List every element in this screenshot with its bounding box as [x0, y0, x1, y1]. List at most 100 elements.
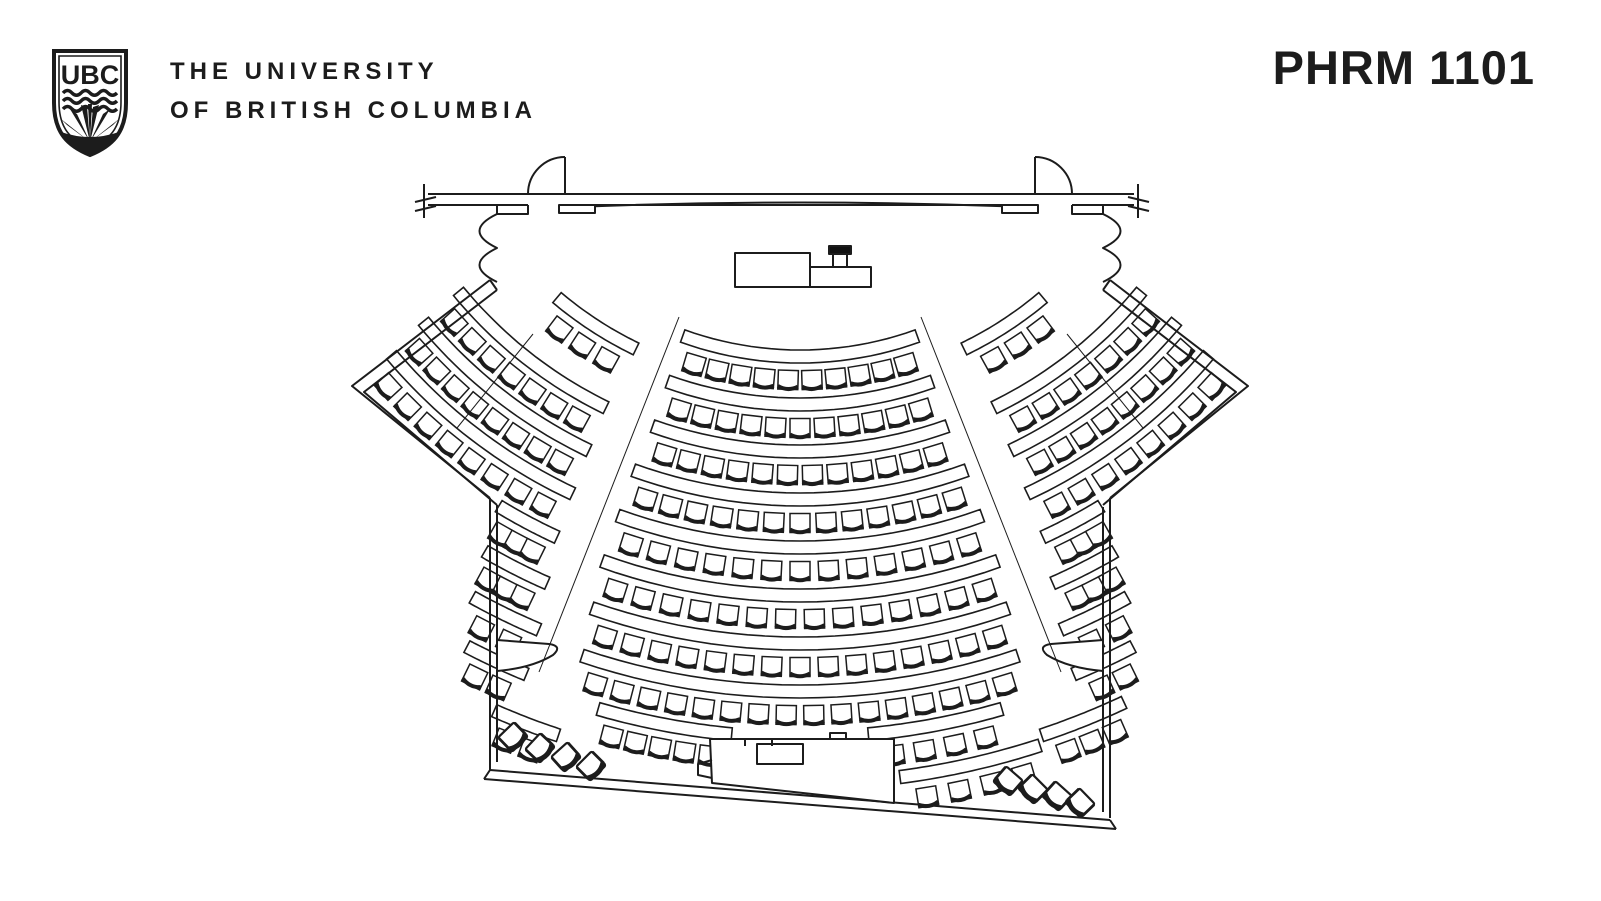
seat-back [868, 520, 891, 529]
seat [647, 639, 673, 665]
row-table [1057, 590, 1132, 637]
seat [632, 486, 659, 513]
seat-back [1034, 462, 1054, 475]
seat-back [1100, 475, 1120, 490]
seat-back [497, 374, 516, 390]
seat [981, 624, 1009, 651]
seat [1097, 566, 1127, 595]
row-table [578, 648, 1022, 699]
seat-back [897, 366, 919, 377]
seat-back [657, 508, 680, 518]
seat-back [405, 348, 422, 366]
seat-row-left-wing-2 [404, 316, 593, 477]
seat-back [703, 664, 726, 673]
seat-back [919, 607, 942, 617]
seat-back [839, 428, 861, 437]
seat-back [1146, 441, 1165, 458]
seat-back [480, 475, 500, 490]
seat-back [931, 654, 953, 664]
seat-back [716, 618, 738, 627]
row-table [452, 286, 610, 415]
row-table [494, 499, 561, 545]
seat-back [874, 373, 896, 383]
seat-back [651, 456, 673, 467]
seat-back [760, 670, 783, 678]
seat [1008, 404, 1038, 434]
chair-arms [550, 742, 580, 771]
row-table [1049, 544, 1120, 591]
seat-back [714, 424, 737, 433]
row-table [1007, 316, 1183, 458]
seat [824, 367, 848, 390]
seat [1111, 662, 1140, 691]
wall-path [1034, 156, 1073, 195]
wall-path [478, 213, 498, 283]
wall-path [1109, 819, 1117, 830]
seat-back [750, 477, 773, 485]
seat [1157, 411, 1187, 441]
seat-back [789, 432, 811, 440]
seat [1166, 337, 1196, 368]
seat-back [1123, 459, 1143, 475]
seat [507, 583, 536, 612]
seat-back [764, 431, 786, 439]
row-table [679, 328, 921, 364]
seat-row-left-front-short [544, 291, 640, 374]
seat-back [675, 660, 697, 669]
seat-back [474, 580, 494, 593]
seat-back [775, 719, 798, 727]
seat [1135, 429, 1166, 459]
seat [745, 606, 769, 629]
seat [591, 624, 619, 651]
wall-path [828, 245, 852, 255]
seat-back [815, 526, 838, 534]
seat [413, 411, 443, 441]
seat-back [1079, 434, 1098, 449]
seat [752, 367, 776, 390]
seat-back [441, 385, 459, 403]
seat-back [1209, 382, 1226, 401]
loose-chair [497, 721, 529, 753]
seat [528, 491, 558, 520]
seat [870, 358, 896, 383]
chair-arms [1066, 787, 1096, 817]
seat-back [1106, 580, 1126, 593]
seat [850, 459, 875, 483]
seat [774, 608, 797, 631]
seat-back [1100, 419, 1119, 435]
seat [709, 505, 734, 529]
chair-back [508, 732, 528, 752]
seat [814, 511, 838, 534]
seat [972, 725, 999, 751]
wall-path [483, 778, 1117, 830]
row-table [1039, 499, 1106, 545]
wall-path [1071, 205, 1103, 215]
seat [517, 537, 547, 566]
seat [776, 369, 800, 392]
seat [591, 345, 621, 374]
seat [484, 674, 513, 702]
seat [802, 704, 825, 727]
seat [803, 608, 826, 631]
seat [647, 735, 673, 760]
seat [762, 511, 786, 534]
seat [775, 704, 798, 727]
seat [658, 592, 684, 618]
seat-back [789, 527, 811, 535]
seat-back [1012, 344, 1032, 359]
wall-path [829, 732, 847, 740]
chair-back [993, 777, 1013, 796]
seat [1047, 435, 1077, 465]
seat-back [1062, 390, 1082, 405]
seat [675, 645, 700, 670]
seat-back [563, 418, 583, 432]
seat-back [776, 384, 799, 392]
seat-back [691, 711, 714, 720]
seat-back [683, 515, 706, 524]
seat-back [1119, 677, 1139, 690]
seat [873, 552, 898, 577]
seat [789, 417, 811, 440]
seat-back [877, 469, 900, 479]
seat-back [540, 405, 560, 419]
seat-back [986, 639, 1008, 650]
